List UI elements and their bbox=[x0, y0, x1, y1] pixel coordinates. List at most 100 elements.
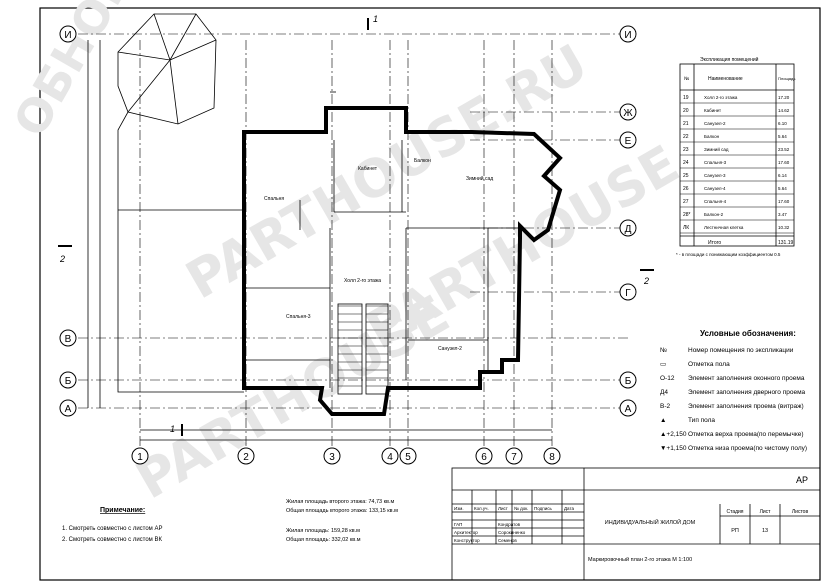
area-line-1: Жилая площадь второго этажа: 74,73 кв.м bbox=[286, 499, 394, 505]
legend-text: Отметка пола bbox=[688, 361, 730, 368]
watermark-1: ОБНОВЛЕНО bbox=[3, 0, 217, 146]
room-label-winter-garden: Зимний сад bbox=[466, 175, 493, 182]
explication-row-name: Балкон-2 bbox=[704, 212, 724, 217]
building-walls bbox=[242, 91, 563, 416]
note-1: 1. Смотреть совместно с листом АР bbox=[62, 526, 162, 532]
title-block-header: Дата bbox=[564, 506, 574, 511]
axis-label-B-left: Б bbox=[65, 376, 72, 387]
grid-bubbles-letters: И В Б А И Ж Е Д Г Б А bbox=[59, 25, 637, 417]
notes-title: Примечание: bbox=[100, 507, 145, 514]
explication-row-name: Кабинет bbox=[704, 108, 721, 113]
explication-row-area: 6.14 bbox=[778, 173, 787, 178]
axis-label-A-right: А bbox=[625, 404, 632, 415]
axis-label-I-right: И bbox=[624, 30, 631, 41]
explication-footnote: * - в площади с понижающим коэффициентом… bbox=[676, 252, 781, 257]
legend-rows: № Номер помещения по экспликации ▭ Отметка … bbox=[660, 347, 807, 452]
legend-text: Тип пола bbox=[688, 417, 715, 424]
explication-col-no: № bbox=[684, 76, 689, 82]
explication-row-no: 20 bbox=[683, 108, 689, 114]
explication-row-no: 24 bbox=[683, 160, 689, 166]
explication-row-no: 21 bbox=[683, 121, 689, 127]
stage-label: Стадия bbox=[726, 509, 743, 515]
explication-row-area: 14.62 bbox=[778, 108, 790, 113]
dimension-strip bbox=[87, 40, 552, 441]
axis-num-8: 8 bbox=[549, 452, 555, 463]
legend-symbol: ▲+2,150 bbox=[660, 431, 687, 438]
sheet-frame bbox=[39, 7, 821, 581]
grid-bubbles-numbers: 1 2 3 4 5 6 7 8 bbox=[131, 447, 561, 465]
section-mark-right: 2 bbox=[643, 276, 649, 286]
title-block-role: Конструктор bbox=[454, 538, 480, 543]
legend-symbol: № bbox=[660, 347, 667, 354]
explication-row-no: 22 bbox=[683, 134, 689, 140]
legend-text: Элемент заполнения оконного проема bbox=[688, 375, 805, 382]
title-block-role: Архитектор bbox=[454, 530, 478, 535]
title-block-person: Сорокиненко bbox=[498, 530, 526, 535]
axis-label-Zh: Ж bbox=[623, 108, 633, 119]
explication-row-no: 27 bbox=[683, 199, 689, 205]
legend-text: Номер помещения по экспликации bbox=[688, 347, 794, 354]
title-block-header: Подпись bbox=[534, 506, 552, 511]
title-block-header: Кол.уч. bbox=[474, 506, 489, 511]
title-block-headers: Изм. Кол.уч. Лист № док. Подпись Дата bbox=[454, 506, 574, 511]
explication-row-area: 5.64 bbox=[778, 134, 787, 139]
room-label-bedroom-2: Спальня-3 bbox=[286, 314, 311, 320]
explication-row-area: 10.32 bbox=[778, 225, 790, 230]
explication-col-name: Наименование bbox=[708, 76, 743, 82]
explication-row-no: 25 bbox=[683, 173, 689, 179]
sheet-value: 13 bbox=[762, 528, 768, 534]
area-line-4: Общая площадь: 332,02 кв.м bbox=[286, 537, 361, 543]
explication-title: Экспликация помещений bbox=[700, 56, 759, 63]
notes: Примечание: 1. Смотреть совместно с лист… bbox=[62, 507, 162, 543]
watermark-group: ОБНОВЛЕНО PARTHOUSE.RU PARTHOUSE PARTHOU… bbox=[3, 0, 690, 511]
explication-row-no: 28* bbox=[683, 212, 691, 218]
room-labels: Холл 2-го этажа Кабинет Спальня Спальня-… bbox=[264, 158, 493, 352]
area-line-2: Общая площадь второго этажа: 133,15 кв.м bbox=[286, 508, 398, 514]
legend-text: Элемент заполнения проема (витраж) bbox=[688, 403, 804, 410]
axis-num-4: 4 bbox=[387, 452, 393, 463]
explication-row-name: Зимний сад bbox=[704, 146, 729, 152]
explication-row-area: 3.47 bbox=[778, 212, 787, 217]
roof-outline bbox=[117, 13, 244, 393]
legend-text: Отметка верха проема(по перемычке) bbox=[688, 431, 804, 438]
explication-row-name: Спальня-4 bbox=[704, 199, 727, 204]
title-block-header: № док. bbox=[514, 506, 528, 511]
axis-num-7: 7 bbox=[511, 452, 517, 463]
section-mark-left: 2 bbox=[59, 254, 65, 264]
project-title: ИНДИВИДУАЛЬНЫЙ ЖИЛОЙ ДОМ bbox=[605, 518, 696, 526]
explication-row-name: Холл 2-го этажа bbox=[704, 95, 738, 100]
axis-num-1: 1 bbox=[137, 452, 143, 463]
room-label-bath: Санузел-2 bbox=[438, 346, 462, 352]
explication-row-area: 17.60 bbox=[778, 160, 790, 165]
legend-title: Условные обозначения: bbox=[700, 329, 796, 338]
explication-row-area: 17.60 bbox=[778, 199, 790, 204]
sheet-label: Лист bbox=[760, 509, 772, 515]
explication-row-area: 17.20 bbox=[778, 95, 790, 100]
legend-text: Элемент заполнения дверного проема bbox=[688, 389, 806, 396]
title-block-header: Лист bbox=[498, 506, 508, 511]
section-mark-bottom: 1 bbox=[170, 424, 175, 434]
section-marks: 1 1 2 2 bbox=[58, 14, 654, 436]
explication-row-no: 19 bbox=[683, 95, 689, 101]
legend-symbol: ▼+1,150 bbox=[660, 445, 687, 452]
explication-row-area: 6.10 bbox=[778, 121, 787, 126]
stair-flight bbox=[338, 305, 388, 387]
axis-label-V-left: В bbox=[65, 334, 72, 345]
axis-label-D: Д bbox=[625, 224, 632, 235]
title-block-header: Изм. bbox=[454, 506, 464, 511]
area-line-3: Жилая площадь: 159,28 кв.м bbox=[286, 528, 360, 534]
area-summary: Жилая площадь второго этажа: 74,73 кв.м … bbox=[286, 499, 398, 543]
legend-symbol: ▭ bbox=[660, 361, 666, 368]
axis-num-3: 3 bbox=[329, 452, 335, 463]
axis-num-2: 2 bbox=[243, 452, 249, 463]
axis-label-I: И bbox=[64, 30, 71, 41]
section-mark-top: 1 bbox=[373, 14, 378, 24]
explication-row-name: Балкон bbox=[704, 134, 720, 139]
room-label-study: Кабинет bbox=[358, 166, 378, 172]
legend-symbol: О-12 bbox=[660, 375, 675, 382]
explication-row-area: 5.64 bbox=[778, 186, 787, 191]
stage-value: РП bbox=[731, 528, 739, 534]
explication-table: Экспликация помещений № Наименование Пло… bbox=[676, 56, 795, 257]
